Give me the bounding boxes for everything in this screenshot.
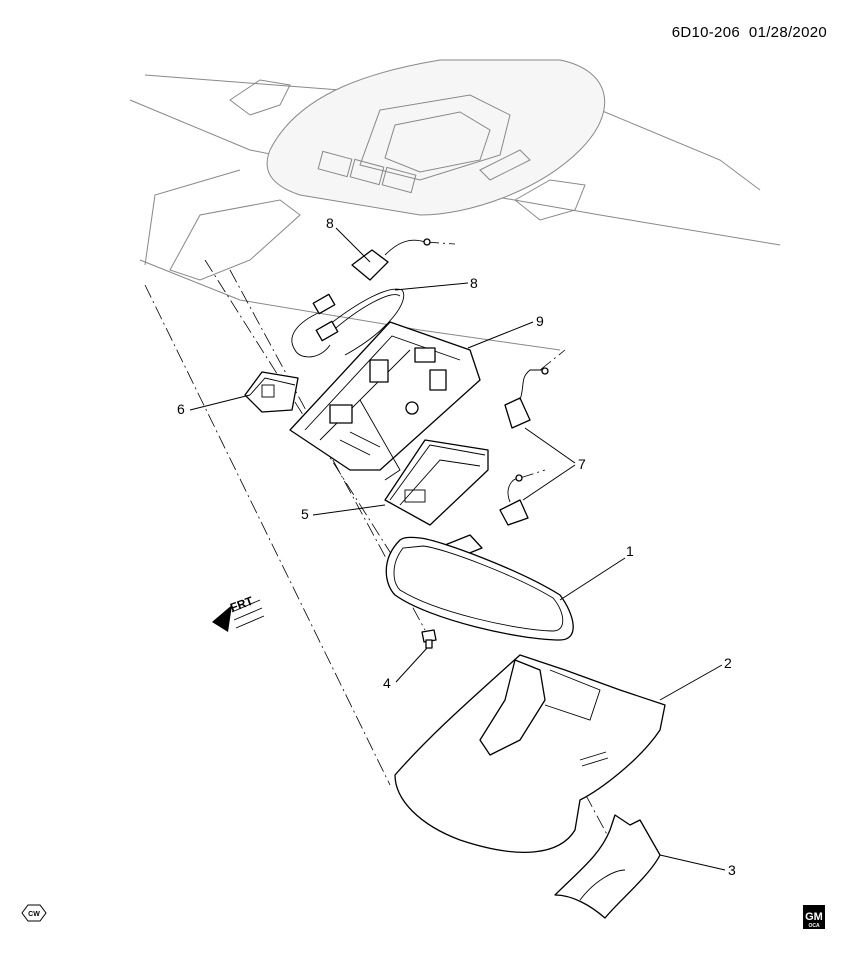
front-direction-indicator: FRT <box>212 593 265 632</box>
callout-1: 1 <box>626 543 634 559</box>
part-5-control-module <box>359 399 489 526</box>
callout-9: 9 <box>536 313 544 329</box>
callout-7-right: 7 <box>578 456 586 472</box>
callout-8: 8 <box>470 275 478 291</box>
callout-labels: 8 8 9 6 5 7 1 4 2 3 <box>177 215 736 878</box>
gm-logo-subtext: OCA <box>808 923 820 929</box>
part-6-connector <box>244 371 299 413</box>
front-label: FRT <box>228 593 255 614</box>
diagram-header: 6D10-206 01/28/2020 <box>672 24 827 41</box>
gm-logo-text: GM <box>805 911 823 923</box>
gm-logo: GM OCA <box>803 905 825 929</box>
callout-6: 6 <box>177 401 185 417</box>
part-9-mounting-bracket <box>289 321 481 471</box>
document-id: 6D10-206 <box>671 24 740 41</box>
part-8-wiring-harness <box>291 288 405 358</box>
callout-2: 2 <box>724 655 732 671</box>
cw-badge-text: CW <box>28 911 40 918</box>
document-date: 01/28/2020 <box>748 24 827 41</box>
part-2-cover <box>394 654 666 853</box>
cw-badge: CW <box>21 904 47 922</box>
callout-4: 4 <box>383 675 391 691</box>
callout-7-upper: 8 <box>326 215 334 231</box>
front-arrow-icon <box>212 605 232 632</box>
part-4-screw <box>421 629 437 649</box>
leader-lines <box>189 227 726 871</box>
roof-headliner <box>129 59 781 351</box>
callout-5: 5 <box>301 506 309 522</box>
callout-3: 3 <box>728 862 736 878</box>
part-7-pigtail-upper <box>351 238 431 281</box>
part-3-lower-cover <box>554 814 661 919</box>
part-1-rearview-mirror <box>385 536 574 641</box>
